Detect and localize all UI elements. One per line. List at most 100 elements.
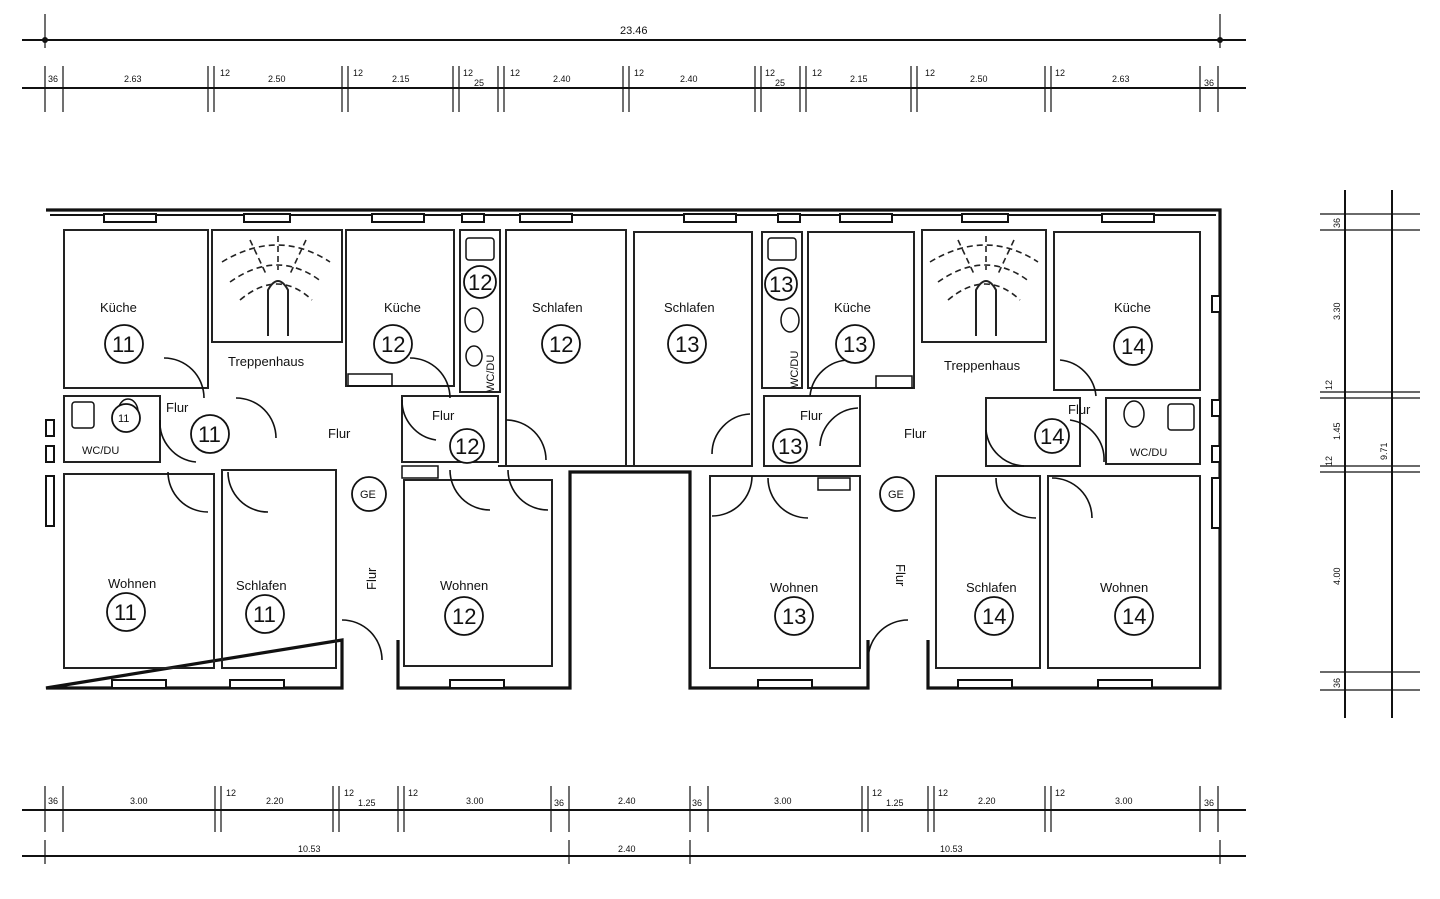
label-wohnen-11: Wohnen [108,576,156,591]
building-walls [45,208,1222,690]
label-flur-vertical-right: Flur [893,564,908,587]
bottom-dimension-chain: 36 3.00 12 2.20 12 1.25 12 3.00 36 2.40 … [22,786,1246,864]
right-dimension-chain: 36 3.30 12 1.45 12 4.00 36 9.71 [1320,190,1420,718]
unit-number-11c: 11 [114,600,137,625]
bottom-dim-6: 12 [408,788,418,798]
unit-number-11b: 11 [198,422,221,447]
label-ge-left: GE [360,489,376,501]
label-schlafen-13: Schlafen [664,300,715,315]
bottom-dim-15: 2.20 [978,796,996,806]
bottom-total-1: 2.40 [618,844,636,854]
wc-number-11: 11 [118,413,129,425]
room-labels: Küche 11 Treppenhaus Küche 12 12 WC/DU S… [82,265,1167,636]
door-swings [159,357,1105,661]
unit-number-14a: 14 [1121,334,1145,359]
label-wcdu-13: WC/DU [789,351,801,388]
bottom-total-0: 10.53 [298,844,321,854]
bottom-total-2: 10.53 [940,844,963,854]
label-kueche-14: Küche [1114,300,1151,315]
right-dim-2: 12 [1324,380,1334,390]
top-dim-18: 12 [1055,68,1065,78]
unit-number-14b: 14 [1040,424,1064,449]
top-dim-11: 2.40 [680,74,698,84]
top-dim-19: 2.63 [1112,74,1130,84]
top-dim-1: 2.63 [124,74,142,84]
bottom-dim-1: 3.00 [130,796,148,806]
label-flur-vertical-left: Flur [364,567,379,590]
unit-number-14d: 14 [1122,604,1146,629]
unit-number-12c: 12 [455,434,479,459]
bottom-dim-14: 12 [938,788,948,798]
right-dim-5: 4.00 [1332,567,1342,585]
label-wohnen-13: Wohnen [770,580,818,595]
top-dim-10: 12 [634,68,644,78]
top-dim-4: 12 [353,68,363,78]
top-dim-2: 12 [220,68,230,78]
top-dim-3: 2.50 [268,74,286,84]
bath-number-13: 13 [769,272,793,297]
label-kueche-11: Küche [100,300,137,315]
top-dim-8: 12 [510,68,520,78]
top-dim-15: 2.15 [850,74,868,84]
label-flur-center-right: Flur [904,426,927,441]
bath-number-12: 12 [468,270,492,295]
right-dim-0: 36 [1332,218,1342,228]
right-total-label: 9.71 [1379,442,1389,460]
interior-walls [63,229,1201,669]
label-wcdu-14: WC/DU [1130,447,1167,459]
bottom-dim-7: 3.00 [466,796,484,806]
bottom-dim-0: 36 [48,796,58,806]
unit-number-12a: 12 [381,332,405,357]
top-dim-0: 36 [48,74,58,84]
top-dim-16: 12 [925,68,935,78]
bottom-dim-12: 12 [872,788,882,798]
top-dimension-chain: 23.46 36 2.63 12 2.50 12 2.15 12 25 12 2… [22,14,1246,112]
top-dim-5: 2.15 [392,74,410,84]
label-flur-14: Flur [1068,402,1091,417]
top-total-label: 23.46 [620,25,648,37]
right-dim-4: 12 [1324,456,1334,466]
top-dim-20: 36 [1204,78,1214,88]
unit-number-13a: 13 [675,332,699,357]
label-flur-12: Flur [432,408,455,423]
label-treppenhaus-left: Treppenhaus [228,354,305,369]
unit-number-12d: 12 [452,604,476,629]
label-schlafen-14: Schlafen [966,580,1017,595]
label-wcdu-11: WC/DU [82,445,119,457]
right-dim-1: 3.30 [1332,302,1342,320]
label-flur-center-left: Flur [328,426,351,441]
stair-left [221,236,331,336]
unit-number-11a: 11 [112,332,135,357]
top-dim-13: 25 [775,78,785,88]
bottom-dim-4: 12 [344,788,354,798]
label-kueche-13: Küche [834,300,871,315]
bottom-dim-13: 1.25 [886,798,904,808]
unit-number-13d: 13 [782,604,806,629]
label-wohnen-14: Wohnen [1100,580,1148,595]
unit-number-12b: 12 [549,332,573,357]
bottom-dim-5: 1.25 [358,798,376,808]
top-dim-6: 12 [463,68,473,78]
unit-number-11d: 11 [253,602,276,627]
bottom-dim-2: 12 [226,788,236,798]
bottom-dim-18: 36 [1204,798,1214,808]
top-dim-17: 2.50 [970,74,988,84]
label-flur-13: Flur [800,408,823,423]
bottom-dim-9: 2.40 [618,796,636,806]
bottom-dim-3: 2.20 [266,796,284,806]
unit-number-13b: 13 [843,332,867,357]
top-dim-12: 12 [765,68,775,78]
top-dim-14: 12 [812,68,822,78]
bottom-dim-10: 36 [692,798,702,808]
label-wcdu-12: WC/DU [485,355,497,392]
unit-number-13c: 13 [778,434,802,459]
bottom-dim-11: 3.00 [774,796,792,806]
top-dim-7: 25 [474,78,484,88]
label-schlafen-12: Schlafen [532,300,583,315]
top-dim-9: 2.40 [553,74,571,84]
label-schlafen-11: Schlafen [236,578,287,593]
stair-right [929,236,1039,336]
label-kueche-12: Küche [384,300,421,315]
bottom-dim-17: 3.00 [1115,796,1133,806]
